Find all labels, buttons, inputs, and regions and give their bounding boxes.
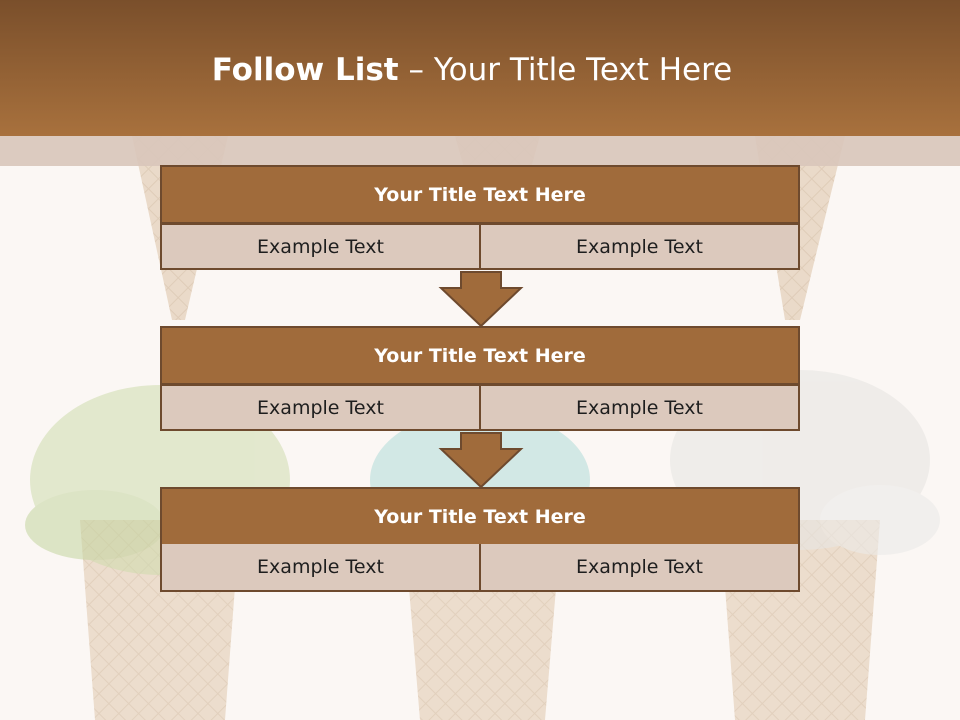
block-title: Your Title Text Here — [162, 328, 798, 383]
down-arrow-icon — [438, 432, 524, 489]
block-cell-right: Example Text — [481, 386, 798, 429]
block-cell-right: Example Text — [481, 225, 798, 268]
header-band — [0, 136, 960, 166]
down-arrow-icon — [438, 271, 524, 328]
slide-title-bold: Follow List — [211, 52, 399, 88]
list-block-3: Your Title Text Here Example Text Exampl… — [160, 487, 800, 592]
block-cell-right: Example Text — [481, 544, 798, 590]
slide-title-rest: – Your Title Text Here — [398, 52, 733, 88]
header-bar — [0, 0, 960, 136]
block-cell-left: Example Text — [162, 386, 479, 429]
block-title: Your Title Text Here — [162, 489, 798, 544]
list-block-2: Your Title Text Here Example Text Exampl… — [160, 326, 800, 431]
list-block-1: Your Title Text Here Example Text Exampl… — [160, 165, 800, 270]
block-cell-left: Example Text — [162, 225, 479, 268]
block-title: Your Title Text Here — [162, 167, 798, 222]
slide-title: Follow List – Your Title Text Here — [0, 52, 944, 88]
block-cell-left: Example Text — [162, 544, 479, 590]
